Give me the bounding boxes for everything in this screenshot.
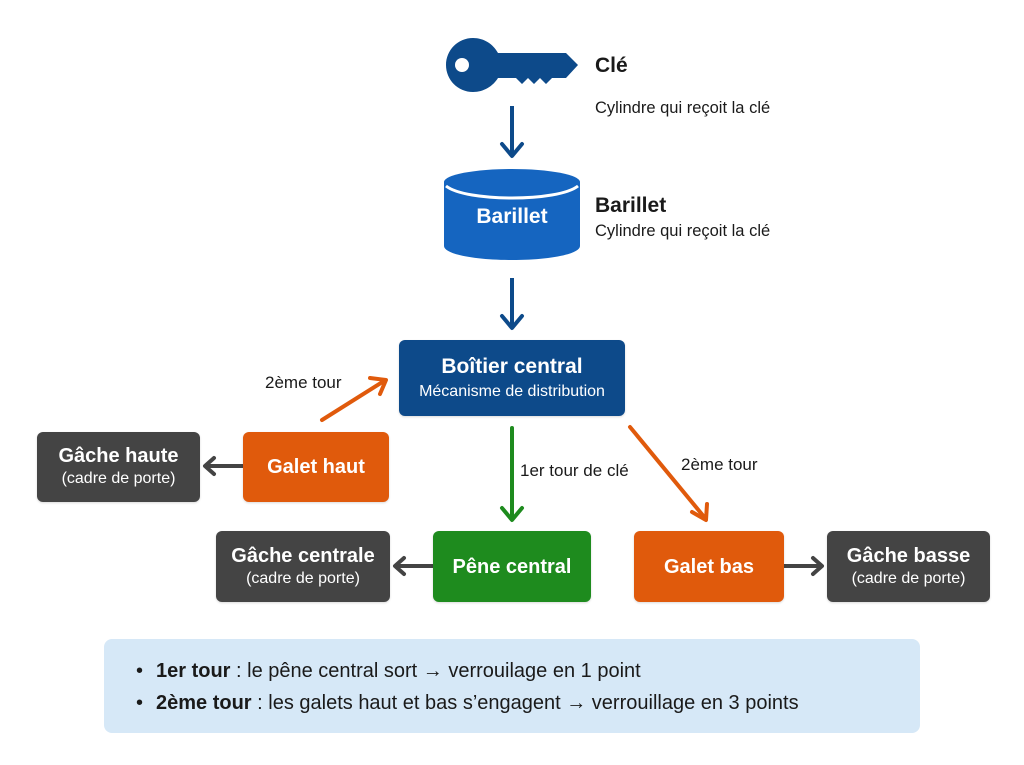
cle-subtitle: Cylindre qui reçoit la clé [595, 99, 771, 117]
gache-basse-node: Gâche basse (cadre de porte) [827, 531, 990, 602]
bullet-icon: • [136, 692, 144, 714]
gache-centrale-title: Gâche centrale [231, 544, 375, 567]
cle-title: Clé [595, 54, 628, 77]
note-item: • 1er tour : le pêne central sort → verro… [136, 655, 920, 687]
bullet-icon: • [136, 660, 144, 682]
key-icon [444, 36, 580, 94]
boitier-title: Boîtier central [441, 355, 583, 378]
barillet-subtitle: Cylindre qui reçoit la clé [595, 222, 771, 240]
edge-label-galet-haut-2eme-tour: 2ème tour [265, 373, 342, 392]
edge-barillet-to-boitier [500, 278, 524, 330]
notes-panel: • 1er tour : le pêne central sort → verro… [104, 639, 920, 733]
pene-central-title: Pêne central [452, 555, 572, 578]
edge-galet-bas-to-gache-basse [784, 556, 824, 576]
edge-pene-to-gache-centrale [393, 556, 433, 576]
edge-cle-to-barillet [500, 106, 524, 158]
galet-haut-node: Galet haut [243, 432, 389, 502]
barillet-title: Barillet [595, 194, 667, 217]
note-term: 1er tour [156, 660, 231, 682]
edge-label-1er-tour: 1er tour de clé [520, 461, 629, 480]
edge-boitier-to-pene [500, 426, 524, 522]
gache-centrale-subtitle: (cadre de porte) [246, 569, 360, 587]
gache-basse-title: Gâche basse [846, 544, 971, 567]
barillet-label: Barillet [476, 205, 548, 228]
galet-bas-node: Galet bas [634, 531, 784, 602]
note-term: 2ème tour [156, 692, 252, 714]
edge-galet-haut-to-gache-haute [203, 456, 243, 476]
pene-central-node: Pêne central [433, 531, 591, 602]
gache-basse-subtitle: (cadre de porte) [851, 569, 966, 587]
galet-haut-title: Galet haut [267, 456, 365, 478]
note-item: • 2ème tour : les galets haut et bas s’en… [136, 687, 920, 719]
note-text: : le pêne central sort → verrouilage en … [230, 660, 641, 682]
gache-haute-subtitle: (cadre de porte) [61, 470, 176, 487]
gache-haute-title: Gâche haute [58, 445, 179, 467]
barillet-cylinder [444, 168, 580, 260]
gache-haute-node: Gâche haute (cadre de porte) [37, 432, 200, 502]
boitier-central-node: Boîtier central Mécanisme de distributio… [399, 340, 625, 416]
galet-bas-title: Galet bas [663, 555, 755, 578]
note-text: : les galets haut et bas s’engagent → ve… [251, 692, 799, 714]
boitier-subtitle: Mécanisme de distribution [419, 383, 605, 400]
edge-label-galet-bas-2eme-tour: 2ème tour [681, 455, 758, 474]
gache-centrale-node: Gâche centrale (cadre de porte) [216, 531, 390, 602]
